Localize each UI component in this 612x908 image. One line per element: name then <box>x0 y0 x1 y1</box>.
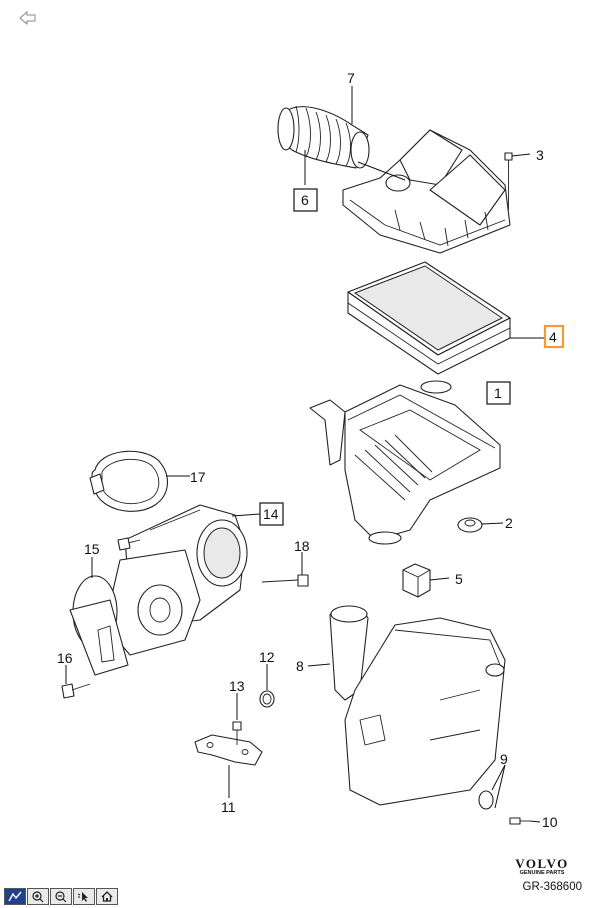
svg-text:15: 15 <box>84 541 100 557</box>
brand-tagline: GENUINE PARTS <box>519 870 565 876</box>
diagram-reference: GR-368600 <box>522 881 582 893</box>
callout-17[interactable]: 17 <box>190 469 206 485</box>
callout-11[interactable]: 11 <box>221 799 236 815</box>
volvo-logo: VOLVO <box>515 856 569 871</box>
svg-text:4: 4 <box>549 329 557 345</box>
viewer-toolbar <box>4 888 118 908</box>
callout-16[interactable]: 16 <box>57 650 73 666</box>
air-cleaner-cover-part <box>342 129 511 254</box>
svg-text:7: 7 <box>347 70 355 86</box>
callout-6[interactable]: 6 <box>293 188 318 212</box>
callout-14[interactable]: 14 <box>259 502 284 526</box>
damper-block-part <box>402 563 431 598</box>
callout-18[interactable]: 18 <box>294 538 310 554</box>
pointer-icon[interactable] <box>73 888 95 905</box>
air-cleaner-housing-part <box>309 380 501 545</box>
resonator-part <box>329 605 506 806</box>
svg-text:13: 13 <box>229 678 245 694</box>
callout-15[interactable]: 15 <box>84 541 100 557</box>
svg-text:9: 9 <box>500 751 508 767</box>
zoom-out-icon[interactable] <box>50 888 72 905</box>
callout-7[interactable]: 7 <box>347 70 355 86</box>
intake-hose-part <box>277 105 370 169</box>
svg-text:16: 16 <box>57 650 73 666</box>
zoom-in-icon[interactable] <box>27 888 49 905</box>
svg-text:12: 12 <box>259 649 275 665</box>
leader-lines <box>65 86 545 823</box>
home-icon[interactable] <box>96 888 118 905</box>
air-filter-element-part <box>347 261 511 375</box>
callout-13[interactable]: 13 <box>229 678 245 694</box>
sensor-bracket-part <box>194 721 263 766</box>
svg-text:14: 14 <box>263 506 279 522</box>
callout-9[interactable]: 9 <box>500 751 508 767</box>
callout-5[interactable]: 5 <box>455 571 463 587</box>
svg-text:17: 17 <box>190 469 206 485</box>
brand-block: VOLVO GENUINE PARTS <box>502 856 582 876</box>
svg-text:1: 1 <box>494 385 502 401</box>
o-ring-part <box>259 690 275 708</box>
svg-text:11: 11 <box>221 799 236 815</box>
bolt-18-part <box>261 574 309 587</box>
svg-text:6: 6 <box>301 192 309 208</box>
bolt-3-part <box>504 152 513 210</box>
callout-3[interactable]: 3 <box>536 147 544 163</box>
screw-16-part <box>61 683 91 699</box>
select-icon[interactable] <box>4 888 26 905</box>
throttle-body-part <box>69 504 248 676</box>
callout-4-highlighted[interactable]: 4 <box>543 324 565 349</box>
callout-10[interactable]: 10 <box>542 814 558 830</box>
svg-text:5: 5 <box>455 571 463 587</box>
callout-12[interactable]: 12 <box>259 649 275 665</box>
screw-10-part <box>509 817 530 825</box>
svg-text:10: 10 <box>542 814 558 830</box>
back-arrow-icon[interactable] <box>19 10 36 26</box>
svg-text:8: 8 <box>296 658 304 674</box>
svg-text:2: 2 <box>505 515 513 531</box>
callout-1[interactable]: 1 <box>486 381 511 405</box>
callout-8[interactable]: 8 <box>296 658 304 674</box>
throttle-gasket-part <box>89 450 168 512</box>
callout-2[interactable]: 2 <box>505 515 513 531</box>
rubber-mount-part <box>457 517 483 533</box>
svg-text:18: 18 <box>294 538 310 554</box>
svg-text:3: 3 <box>536 147 544 163</box>
clip-part <box>478 790 494 810</box>
